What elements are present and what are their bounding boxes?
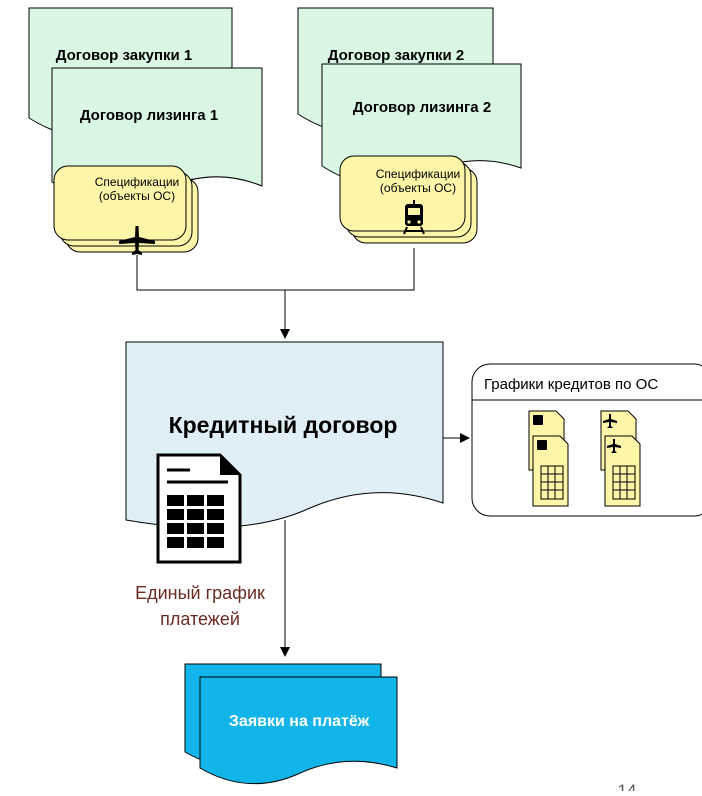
loan-schedule-airplane-icon: [603, 414, 621, 453]
unified-schedule-document-icon: [156, 453, 242, 564]
payment-requests-shape: [199, 676, 398, 785]
credit-contract-label: Кредитный договор: [169, 412, 398, 438]
loan-schedules-title: Графики кредитов по ОС: [484, 376, 658, 393]
contract-group-1: Договор закупки 1 Договор лизинга 1 Спец…: [28, 7, 263, 255]
train-icon: [403, 200, 425, 235]
specifications-1-line1: Спецификации: [95, 175, 179, 189]
contract-group-2: Договор закупки 2 Договор лизинга 2 Спец…: [297, 7, 522, 244]
leasing-contract-1-label: Договор лизинга 1: [80, 107, 218, 124]
specifications-2: Спецификации (объекты ОС): [339, 155, 478, 244]
payment-requests-label: Заявки на платёж: [229, 713, 370, 730]
page-number: 14: [618, 781, 637, 791]
purchase-contract-1-label: Договор закупки 1: [56, 47, 193, 64]
unified-schedule-line1: Единый график: [135, 583, 265, 603]
purchase-contract-2-label: Договор закупки 2: [328, 47, 465, 64]
connectors: [136, 248, 470, 657]
airplane-icon: [119, 226, 155, 255]
specifications-1: Спецификации (объекты ОС): [53, 165, 199, 255]
loan-schedule-airplane-doc: [600, 410, 641, 507]
loan-schedule-train-doc: [528, 410, 569, 507]
specifications-2-line1: Спецификации: [376, 167, 460, 181]
specifications-1-line2: (объекты ОС): [99, 189, 175, 203]
payment-requests: Заявки на платёж: [184, 663, 398, 785]
credit-contract: Кредитный договор: [125, 341, 444, 564]
leasing-contract-2-label: Договор лизинга 2: [353, 99, 491, 116]
unified-schedule-line2: платежей: [160, 609, 240, 629]
loan-schedule-train-icon: [533, 415, 547, 450]
specifications-2-line2: (объекты ОС): [380, 181, 456, 195]
loan-schedules-panel: Графики кредитов по ОС: [471, 363, 702, 517]
